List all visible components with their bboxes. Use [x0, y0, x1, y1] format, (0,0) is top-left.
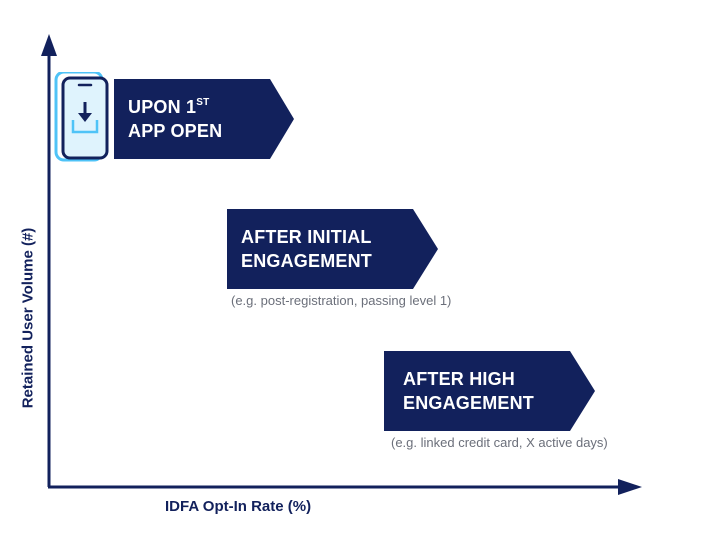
y-axis-arrow — [41, 34, 57, 56]
stage-arrow-shape — [384, 351, 595, 431]
stage-line1: UPON 1ST — [128, 97, 210, 117]
stage-arrow-shape — [114, 79, 294, 159]
stage-note-high: (e.g. linked credit card, X active days) — [391, 435, 608, 450]
stage-arrow-shape — [227, 209, 438, 289]
x-axis-arrow — [618, 479, 642, 495]
phone-download-icon — [54, 70, 110, 167]
stage-line1: AFTER HIGH — [403, 369, 515, 389]
stage-initial-engagement: AFTER INITIAL ENGAGEMENT — [227, 209, 441, 289]
x-axis-label: IDFA Opt-In Rate (%) — [165, 498, 312, 515]
stage-line2: APP OPEN — [128, 121, 223, 141]
stage-first-app-open: UPON 1ST APP OPEN — [114, 79, 296, 159]
stage-line2: ENGAGEMENT — [241, 251, 373, 271]
y-axis-label: Retained User Volume (#) — [19, 227, 37, 409]
stage-note-initial: (e.g. post-registration, passing level 1… — [231, 293, 452, 308]
stage-high-engagement: AFTER HIGH ENGAGEMENT — [384, 351, 598, 431]
stage-line1: AFTER INITIAL — [241, 227, 372, 247]
stage-line2: ENGAGEMENT — [403, 393, 535, 413]
